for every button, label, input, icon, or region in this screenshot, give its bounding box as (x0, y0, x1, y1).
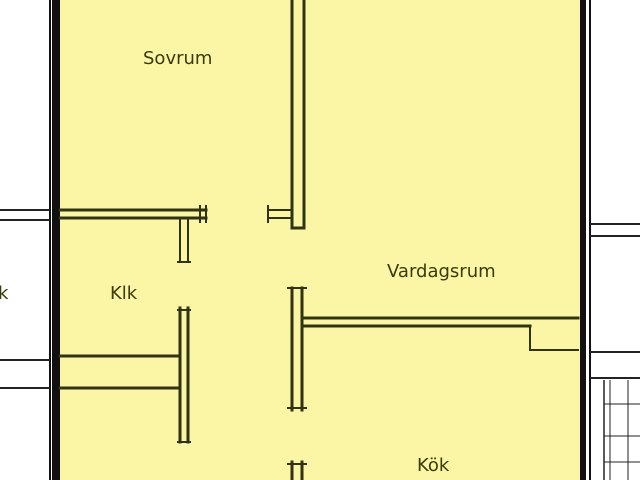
room-label-sovrum: Sovrum (143, 48, 212, 69)
room-label-klk: Klk (110, 283, 138, 304)
interior-walls (58, 0, 580, 480)
left-neighbour-structure (0, 209, 50, 389)
room-label-vardagsrum: Vardagsrum (387, 261, 496, 282)
room-label-left-fragment: k (0, 283, 9, 304)
outer-walls (49, 0, 591, 480)
apartment-floor (60, 0, 580, 480)
room-label-kok: Kök (417, 455, 450, 476)
right-neighbour-structure (590, 223, 640, 480)
